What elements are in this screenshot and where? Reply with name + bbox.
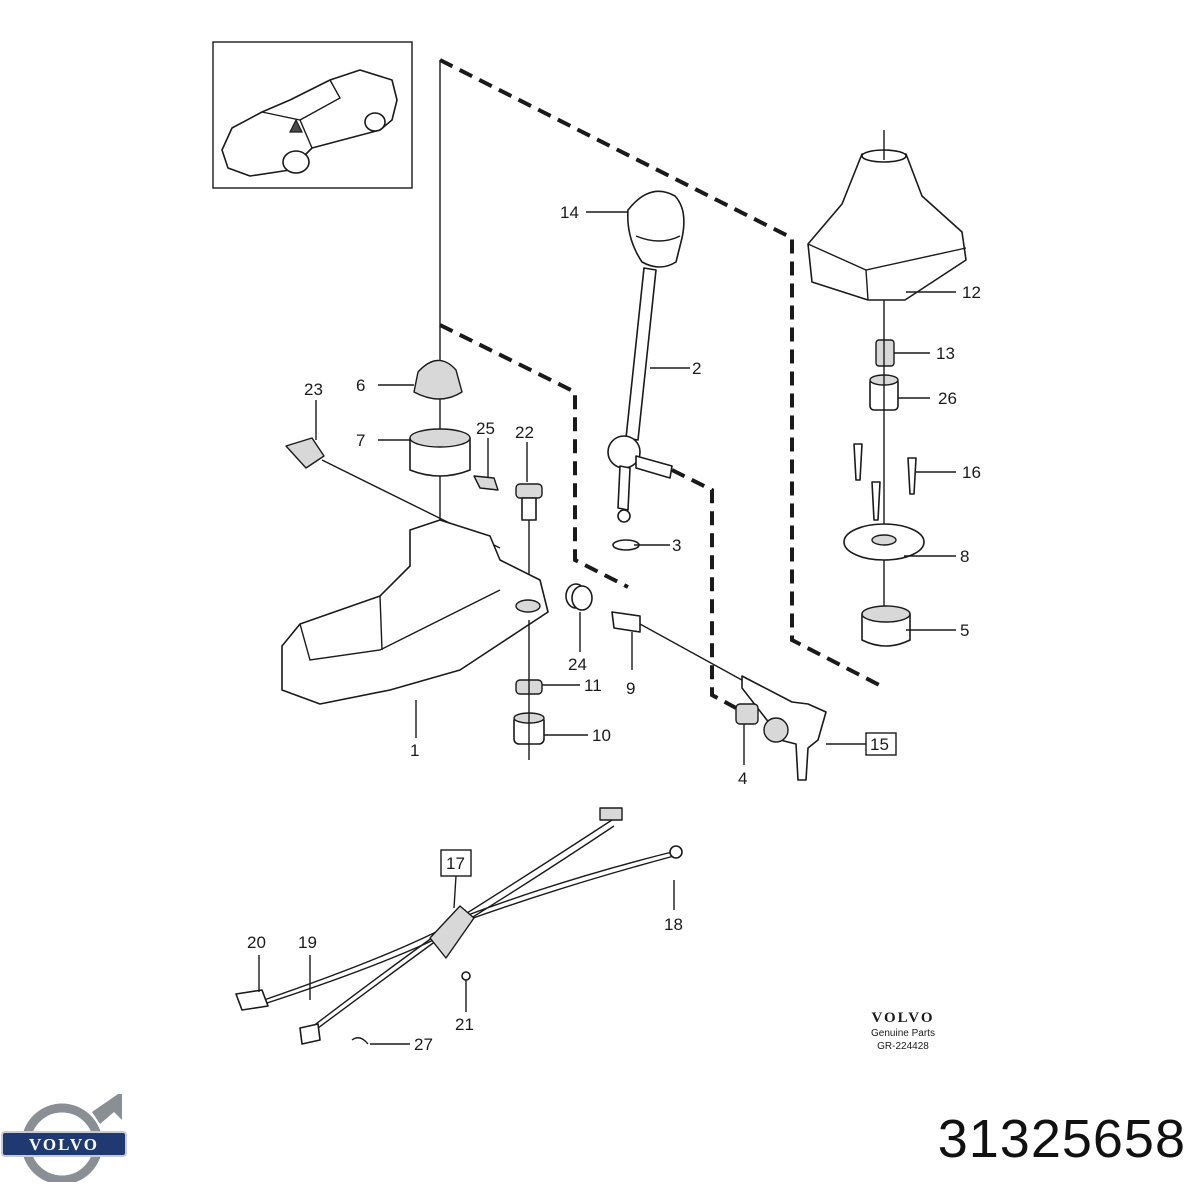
callout-24: 24 xyxy=(568,655,587,674)
callout-23: 23 xyxy=(304,380,323,399)
volvo-logo: VOLVO xyxy=(1,1094,127,1182)
housing-outline-inner xyxy=(439,323,629,589)
mounting-plate xyxy=(843,523,925,561)
shifter-housing xyxy=(281,519,549,705)
drawing-reference: GR-224428 xyxy=(877,1041,929,1052)
bushing-13 xyxy=(875,339,895,367)
callout-14: 14 xyxy=(560,203,579,222)
gear-lever xyxy=(607,267,673,523)
screws-16 xyxy=(853,443,917,521)
callout-19: 19 xyxy=(298,933,317,952)
bushing-7 xyxy=(409,428,471,477)
callout-10: 10 xyxy=(592,726,611,745)
callout-16: 16 xyxy=(962,463,981,482)
leader-lines xyxy=(258,211,956,1045)
brand-name: VOLVO xyxy=(871,1010,935,1026)
callout-1: 1 xyxy=(410,741,419,760)
part-number: 31325658 xyxy=(937,1109,1186,1169)
cable-assembly xyxy=(235,807,683,1045)
logo-text: VOLVO xyxy=(29,1135,99,1154)
callout-2: 2 xyxy=(692,359,701,378)
clip-25 xyxy=(473,475,499,491)
callout-21: 21 xyxy=(455,1015,474,1034)
callout-8: 8 xyxy=(960,547,969,566)
bolt-22 xyxy=(515,483,543,600)
callout-27: 27 xyxy=(414,1035,433,1054)
pin-9 xyxy=(611,611,761,691)
callout-22: 22 xyxy=(515,423,534,442)
callout-4: 4 xyxy=(738,769,747,788)
callout-17: 17 xyxy=(446,854,465,873)
callout-7: 7 xyxy=(356,431,365,450)
shift-boot xyxy=(807,130,967,301)
callout-5: 5 xyxy=(960,621,969,640)
car-locator-thumbnail xyxy=(212,41,413,189)
brand-subtitle: Genuine Parts xyxy=(871,1028,935,1039)
label-box-17 xyxy=(440,849,472,877)
callout-26: 26 xyxy=(938,389,957,408)
callout-18: 18 xyxy=(664,915,683,934)
selector-lever-15 xyxy=(741,675,827,781)
callout-15: 15 xyxy=(870,735,889,754)
callout-20: 20 xyxy=(247,933,266,952)
gear-knob xyxy=(626,190,685,268)
callout-9: 9 xyxy=(626,679,635,698)
brand-block: VOLVO Genuine Parts GR-224428 xyxy=(858,1010,948,1053)
spring-24 xyxy=(565,583,593,611)
callout-3: 3 xyxy=(672,536,681,555)
housing-outline-mid xyxy=(671,468,737,710)
label-box-15 xyxy=(865,732,897,756)
bushing-4 xyxy=(735,703,759,725)
callout-12: 12 xyxy=(962,283,981,302)
callout-6: 6 xyxy=(356,376,365,395)
ball-socket-6 xyxy=(413,359,463,400)
callout-11: 11 xyxy=(584,676,602,695)
callout-25: 25 xyxy=(476,419,495,438)
bushing-5 xyxy=(861,605,911,647)
housing-outline-outer xyxy=(439,58,886,690)
callout-13: 13 xyxy=(936,344,955,363)
